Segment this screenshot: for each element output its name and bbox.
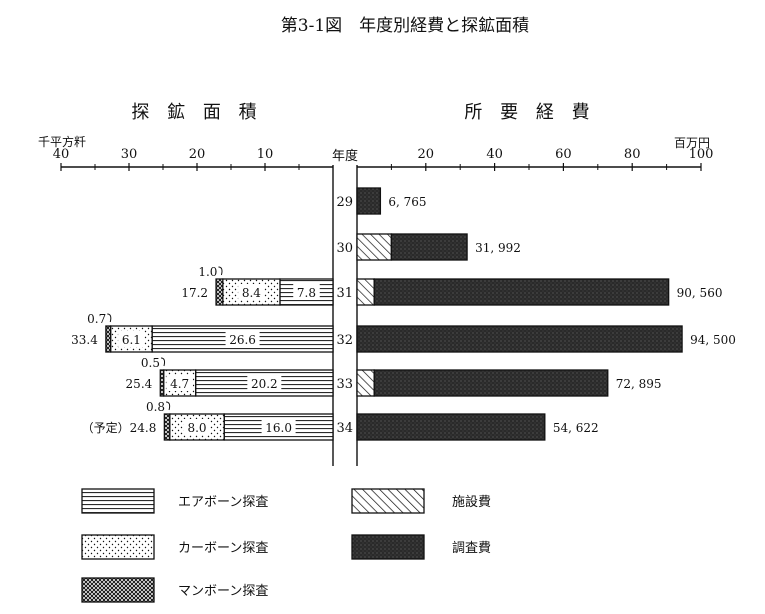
year-label: 34 (336, 421, 353, 436)
legend-label-survey: 調査費 (452, 541, 491, 556)
bar-survey (356, 413, 546, 441)
legend-swatch-airborne (81, 488, 155, 514)
legend-label-facility: 施設費 (452, 494, 491, 510)
bar-label-bg (293, 284, 320, 300)
label-leader (218, 266, 223, 276)
legend-swatch-survey (351, 534, 425, 560)
bar-label-bg (118, 331, 145, 347)
bar-value-label: 20.2 (251, 377, 278, 391)
right-total-label: 6, 765 (388, 195, 426, 209)
left-total-label: 17.2 (181, 286, 208, 300)
bar-value-label: 0.7 (87, 312, 106, 326)
bar-label-bg (247, 375, 282, 391)
left-total-label: （予定）24.8 (82, 420, 157, 435)
right-tick-label: 80 (624, 147, 641, 162)
right-panel-title: 所 要 経 費 (464, 102, 595, 123)
left-total-label: 33.4 (71, 333, 98, 347)
right-axis-unit: 百万円 (674, 136, 710, 150)
left-axis-unit: 千平方粁 (38, 134, 86, 149)
year-label: 30 (336, 241, 353, 256)
bar-survey (390, 233, 468, 261)
label-leader (166, 401, 171, 411)
bar-manborne (163, 413, 171, 441)
right-total-label: 54, 622 (553, 421, 599, 435)
bar-facility (356, 233, 393, 261)
bar-value-label: 8.4 (242, 286, 261, 300)
year-label: 33 (336, 377, 353, 392)
bar-survey (356, 187, 382, 215)
label-leader (160, 357, 166, 367)
legend-swatch-carborne (81, 534, 155, 560)
bar-value-label: 7.8 (297, 286, 316, 300)
bar-label-bg (225, 331, 260, 347)
right-total-label: 31, 992 (475, 241, 521, 255)
left-tick-label: 40 (53, 147, 70, 162)
left-tick-label: 20 (189, 147, 206, 162)
bar-facility (356, 369, 375, 397)
bar-label-bg (261, 419, 296, 435)
bar-survey (373, 278, 670, 306)
bar-survey (356, 325, 683, 353)
year-axis-label: 年度 (332, 148, 358, 164)
bar-manborne (105, 325, 112, 353)
left-tick-label: 10 (257, 147, 274, 162)
bar-label-bg (183, 419, 211, 435)
bar-survey (373, 369, 609, 397)
year-label: 32 (336, 333, 353, 348)
bar-manborne (215, 278, 224, 306)
bar-value-label: 0.5 (141, 356, 160, 370)
bar-label-bg (238, 284, 265, 300)
left-panel-title: 探 鉱 面 積 (131, 102, 262, 123)
bar-airborne (194, 369, 334, 397)
label-leader (107, 313, 112, 323)
bar-label-bg (166, 375, 193, 391)
year-label: 31 (336, 286, 353, 301)
legend-swatch-facility (351, 488, 425, 514)
legend-swatch-manborne (81, 577, 155, 603)
right-total-label: 90, 560 (677, 286, 723, 300)
right-tick-label: 40 (486, 147, 503, 162)
left-total-label: 25.4 (126, 377, 153, 391)
right-tick-label: 20 (418, 147, 435, 162)
legend-label-manborne: マンボーン探査 (178, 584, 268, 599)
bar-airborne (223, 413, 334, 441)
legend-label-carborne: カーボーン探査 (178, 541, 268, 556)
bar-facility (356, 278, 375, 306)
right-tick-label: 60 (555, 147, 572, 162)
right-tick-label: 100 (689, 147, 714, 162)
right-total-label: 72, 895 (616, 377, 662, 391)
chart-title: 第3-1図 年度別経費と探鉱面積 (281, 16, 529, 36)
year-label: 29 (336, 195, 353, 210)
left-tick-label: 30 (121, 147, 138, 162)
bar-value-label: 4.7 (170, 377, 189, 391)
left-bars: 7.8 8.4 1.0 17.2 26.6 6.1 0.7 33.4 20.2 4.7 0.5 25.… (71, 265, 334, 441)
bar-value-label: 26.6 (229, 333, 256, 347)
right-bars: 6, 765 31, 992 90, 560 94, 500 72, 895 54, 62… (356, 187, 736, 441)
bar-manborne (159, 369, 165, 397)
right-total-label: 94, 500 (690, 333, 736, 347)
bar-value-label: 1.0 (198, 265, 217, 279)
bar-value-label: 6.1 (122, 333, 141, 347)
bar-value-label: 8.0 (187, 421, 206, 435)
bar-value-label: 16.0 (265, 421, 292, 435)
legend-label-airborne: エアボーン探査 (178, 495, 268, 510)
bar-carborne (222, 278, 281, 306)
bar-value-label: 0.8 (146, 400, 165, 414)
axes: 40 30 20 10 20 40 60 80 100 29 30 31 32 33 34 (53, 147, 714, 466)
